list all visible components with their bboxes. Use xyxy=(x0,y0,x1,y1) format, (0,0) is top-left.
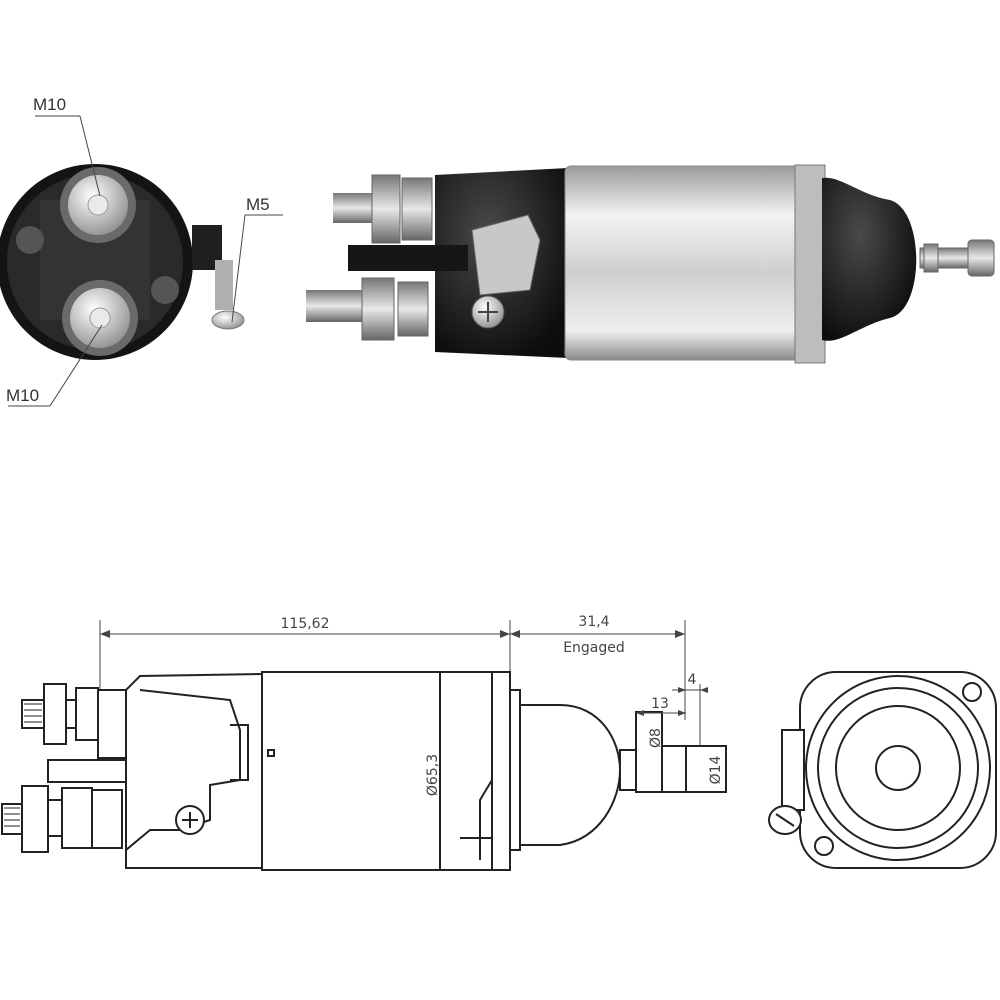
mount-hole-bottom xyxy=(814,836,834,856)
side-view-photo xyxy=(306,164,995,364)
dim-small-step: 4 xyxy=(688,672,697,688)
mount-hole-top xyxy=(962,682,982,702)
rubber-boot xyxy=(822,177,917,341)
solenoid-body xyxy=(564,165,824,361)
terminal-bracket xyxy=(471,214,541,296)
end-view-photo: M10 M5 M10 xyxy=(0,95,283,407)
drawing-cap xyxy=(125,672,263,869)
drawing-boot xyxy=(519,704,622,846)
top-terminal-stud xyxy=(60,167,136,243)
plunger-circle xyxy=(875,745,921,791)
dim-body-diameter: Ø65,3 xyxy=(425,754,441,796)
drawing-body xyxy=(261,671,511,871)
side-view-drawing: 115,62 31,4 Engaged xyxy=(1,614,727,871)
dim-body-length: 115,62 xyxy=(281,616,330,632)
top-stud-thread xyxy=(333,193,378,223)
end-view-drawing xyxy=(768,671,997,869)
dim-plunger-state: Engaged xyxy=(563,640,625,656)
control-terminal xyxy=(192,225,245,330)
callout-bottom-terminal: M10 xyxy=(6,386,39,405)
callout-top-terminal: M10 xyxy=(33,95,66,114)
callout-control-terminal: M5 xyxy=(246,195,270,214)
dim-shaft-diameter: Ø8 xyxy=(648,728,664,748)
dim-plunger-travel: 31,4 xyxy=(578,614,609,630)
bottom-terminal-stud xyxy=(62,280,138,356)
dim-plunger-diameter: Ø14 xyxy=(708,755,724,784)
dim-plunger-offset: 13 xyxy=(651,696,669,712)
